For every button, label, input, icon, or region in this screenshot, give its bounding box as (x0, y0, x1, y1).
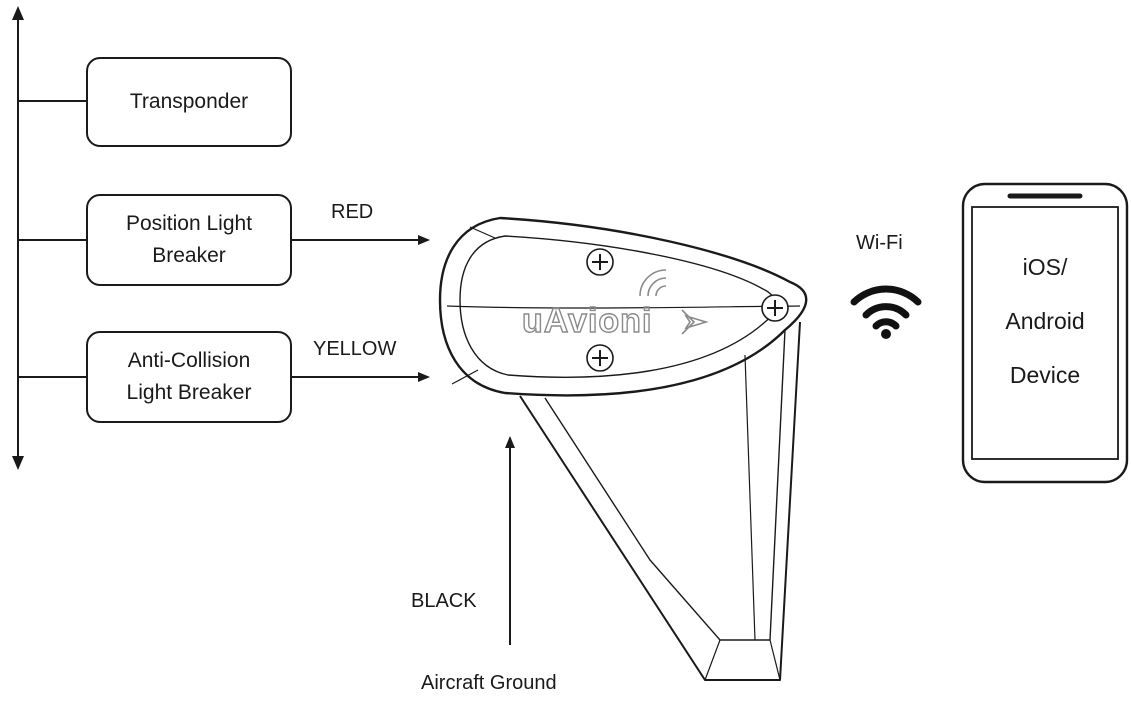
transponder-label: Transponder (129, 90, 249, 113)
aircraft-ground-label: Aircraft Ground (421, 672, 557, 694)
screw-icon (586, 344, 614, 372)
transponder-box: Transponder (86, 57, 292, 147)
screw-icon (761, 294, 789, 322)
device-brand-text: uAvioni (522, 302, 652, 340)
position-light-breaker-label: Position Light Breaker (125, 212, 253, 267)
anti-collision-breaker-label: Anti-Collision Light Breaker (126, 349, 252, 404)
wifi-label: Wi-Fi (856, 232, 903, 254)
black-wire-label: BLACK (411, 590, 477, 612)
position-light-breaker-box: Position Light Breaker (86, 194, 292, 286)
power-bus (12, 6, 87, 470)
anti-collision-breaker-box: Anti-Collision Light Breaker (86, 331, 292, 423)
airplane-logo (681, 309, 709, 335)
yellow-wire-label: YELLOW (313, 338, 397, 360)
device-parting-line (446, 305, 801, 309)
wifi-arcs-logo (639, 269, 667, 297)
uavionix-device (438, 216, 808, 681)
wifi-icon (850, 285, 922, 339)
device-body-bevel (459, 235, 776, 378)
red-wire-label: RED (331, 201, 374, 223)
device-mount-stem (519, 321, 801, 681)
screw-icon (586, 248, 614, 276)
smartphone-icon (961, 182, 1129, 484)
bus-arrow-up (12, 6, 24, 20)
bus-arrow-down (12, 456, 24, 470)
device-body-outline (438, 216, 808, 397)
phone-label: iOS/ Android Device (1005, 254, 1085, 388)
